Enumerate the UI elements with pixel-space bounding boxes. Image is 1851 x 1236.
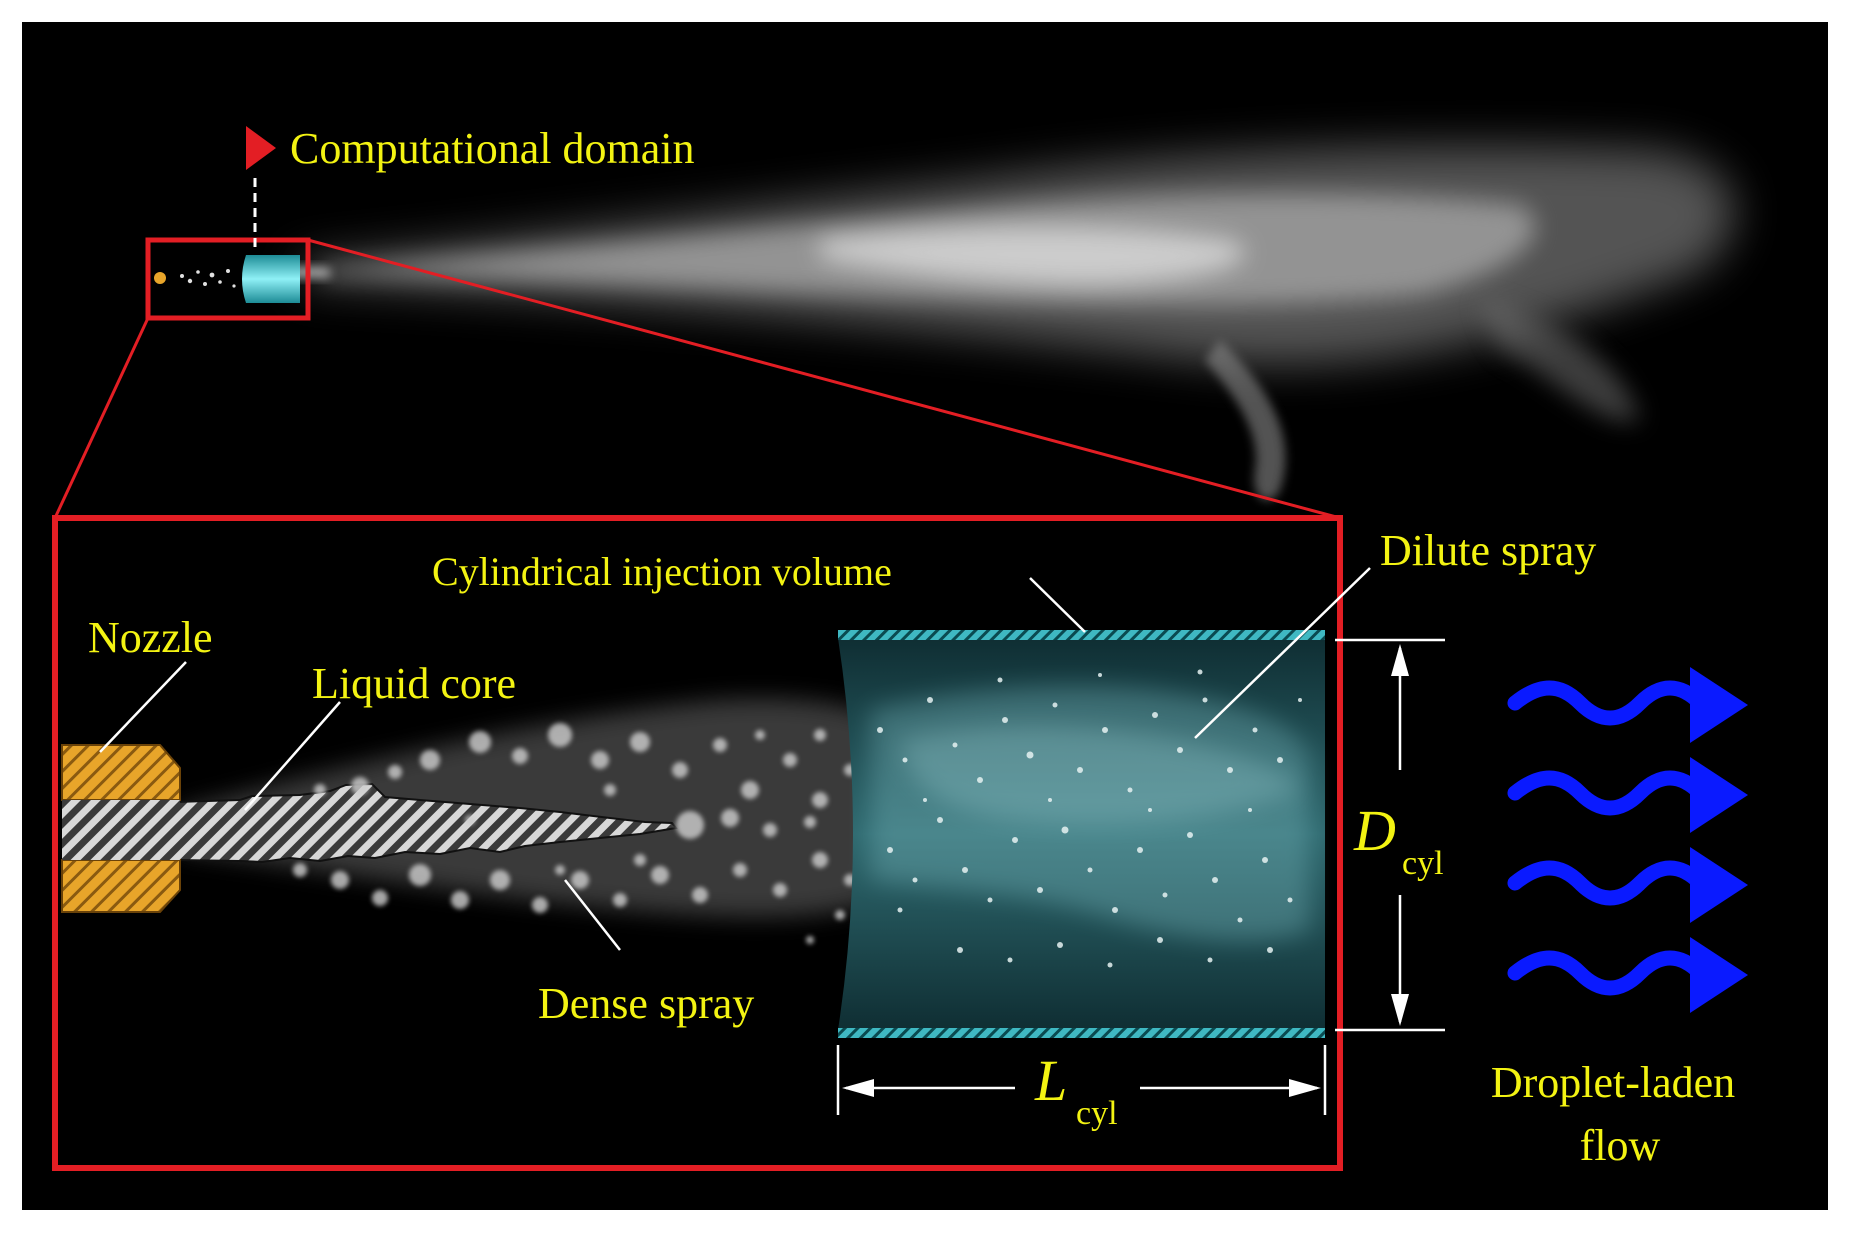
flow-arrows [1507, 667, 1748, 1013]
dilute-spray-droplets [877, 669, 1302, 968]
diameter-subscript: cyl [1402, 845, 1444, 882]
leader-lines [99, 567, 1371, 951]
zoom-panel-frame [52, 515, 1343, 1171]
length-symbol: L [1034, 1048, 1067, 1113]
computational-domain-label: Computational domain [290, 124, 695, 173]
diameter-symbol: D [1353, 798, 1396, 863]
liquid-core-label: Liquid core [312, 659, 516, 708]
flag-icon [246, 126, 276, 170]
cylindrical-injection-volume-label: Cylindrical injection volume [432, 549, 892, 594]
flow-arrow-icon [1507, 937, 1748, 1013]
spray-cloud [180, 698, 880, 917]
flow-arrow-icon [1507, 667, 1748, 743]
nozzle-label: Nozzle [88, 613, 213, 662]
cylinder-bottom-wall [838, 1028, 1325, 1038]
computational-domain-marker [145, 237, 311, 321]
liquid-core [174, 782, 678, 864]
droplet-laden-label-line2: flow [1580, 1121, 1661, 1170]
length-dimension: L cyl [836, 1045, 1327, 1132]
droplet-laden-label-line1: Droplet-laden [1491, 1058, 1735, 1107]
zoom-panel [52, 515, 1343, 1171]
zoom-line-right [307, 238, 1341, 520]
spray-plume [250, 146, 1735, 501]
diameter-dimension: D cyl [1335, 638, 1445, 1032]
nozzle [61, 744, 181, 913]
zoom-line-left [53, 317, 150, 519]
mini-nozzle-icon [154, 272, 166, 284]
length-subscript: cyl [1076, 1095, 1118, 1132]
mini-droplets [180, 269, 236, 288]
flow-arrow-icon [1507, 847, 1748, 923]
dense-spray-label: Dense spray [538, 979, 754, 1028]
mini-cylinder-icon [242, 255, 300, 303]
cylinder-top-wall [838, 630, 1325, 640]
flow-arrow-icon [1507, 757, 1748, 833]
dilute-spray-label: Dilute spray [1380, 526, 1596, 575]
